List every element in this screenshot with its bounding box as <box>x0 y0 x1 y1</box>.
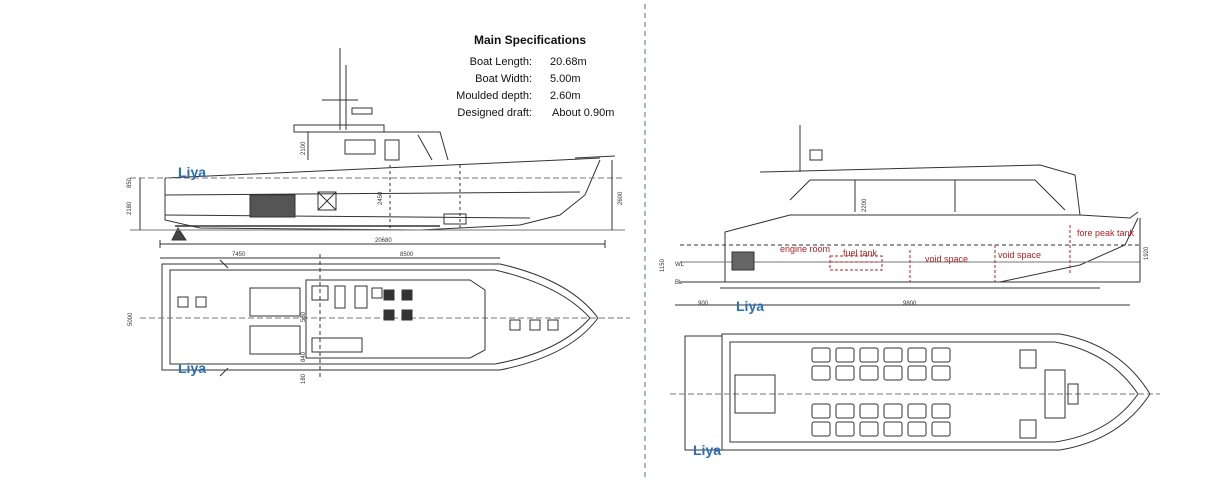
label-void-space-2: void space <box>998 250 1041 260</box>
passenger-seat <box>811 403 831 419</box>
spec-value: About 0.90m <box>552 107 615 119</box>
seat-group-bottom <box>811 403 951 437</box>
passenger-seat <box>835 365 855 381</box>
left-plan-view <box>140 254 630 380</box>
brand-logo-1: Liya <box>178 164 207 180</box>
passenger-seat <box>811 421 831 437</box>
passenger-seat <box>835 421 855 437</box>
spec-value: 20.68m <box>550 56 587 68</box>
passenger-seat <box>835 403 855 419</box>
seat-group-top <box>811 347 951 381</box>
left-profile-view <box>130 48 625 248</box>
passenger-seat <box>931 421 951 437</box>
passenger-seat <box>907 403 927 419</box>
specs-title: Main Specifications <box>474 33 587 47</box>
dim-small-c: 180 <box>301 373 307 384</box>
dim-height-b: 2180 <box>127 201 133 215</box>
label-fuel-tank: fuel tank <box>843 248 878 258</box>
dim-right-cabin: 2200 <box>862 198 868 212</box>
passenger-seat <box>907 347 927 363</box>
passenger-seat <box>883 403 903 419</box>
brand-logo-4: Liya <box>693 442 722 458</box>
label-void-space-1: void space <box>925 254 968 264</box>
brand-logo-2: Liya <box>178 360 207 376</box>
dim-right-height: 1920 <box>1144 246 1150 260</box>
dim-small-b: 840 <box>301 351 307 362</box>
spec-label: Boat Width: <box>475 73 532 85</box>
passenger-seat <box>835 347 855 363</box>
dim-seg1: 7450 <box>232 252 246 258</box>
label-engine-room: engine room <box>780 244 830 254</box>
passenger-seat <box>883 347 903 363</box>
dim-small-a: 580 <box>301 311 307 322</box>
label-wl: WL <box>675 262 685 268</box>
label-bl: BL <box>675 280 683 286</box>
passenger-seat <box>931 403 951 419</box>
spec-value: 2.60m <box>550 90 581 102</box>
dim-seg2: 8500 <box>400 252 414 258</box>
passenger-seat <box>811 347 831 363</box>
passenger-seat <box>931 347 951 363</box>
passenger-seat <box>859 365 879 381</box>
spec-label: Moulded depth: <box>456 90 532 102</box>
passenger-seat <box>907 421 927 437</box>
passenger-seat <box>931 365 951 381</box>
brand-logo-3: Liya <box>736 298 765 314</box>
right-profile-view <box>675 125 1141 306</box>
passenger-seat <box>811 365 831 381</box>
passenger-seat <box>883 365 903 381</box>
passenger-seat <box>883 421 903 437</box>
passenger-seat <box>859 421 879 437</box>
spec-label: Designed draft: <box>457 107 532 119</box>
dim-wheelhouse: 2100 <box>301 141 307 155</box>
dim-height-a: 850 <box>127 177 133 188</box>
dim-right-aft: 900 <box>698 301 709 307</box>
spec-value: 5.00m <box>550 73 581 85</box>
passenger-seat <box>907 365 927 381</box>
dim-right-overall: 9800 <box>903 301 917 307</box>
dim-overall: 20680 <box>375 238 392 244</box>
label-fore-peak-tank: fore peak tank <box>1077 228 1135 238</box>
passenger-seat <box>859 347 879 363</box>
spec-label: Boat Length: <box>469 56 532 68</box>
passenger-seat <box>859 403 879 419</box>
dim-beam: 5000 <box>128 312 134 326</box>
dim-right-draft: 1150 <box>660 258 666 272</box>
dim-depth: 2600 <box>618 191 624 205</box>
dim-mid: 2450 <box>378 191 384 205</box>
right-plan-view <box>670 333 1160 451</box>
